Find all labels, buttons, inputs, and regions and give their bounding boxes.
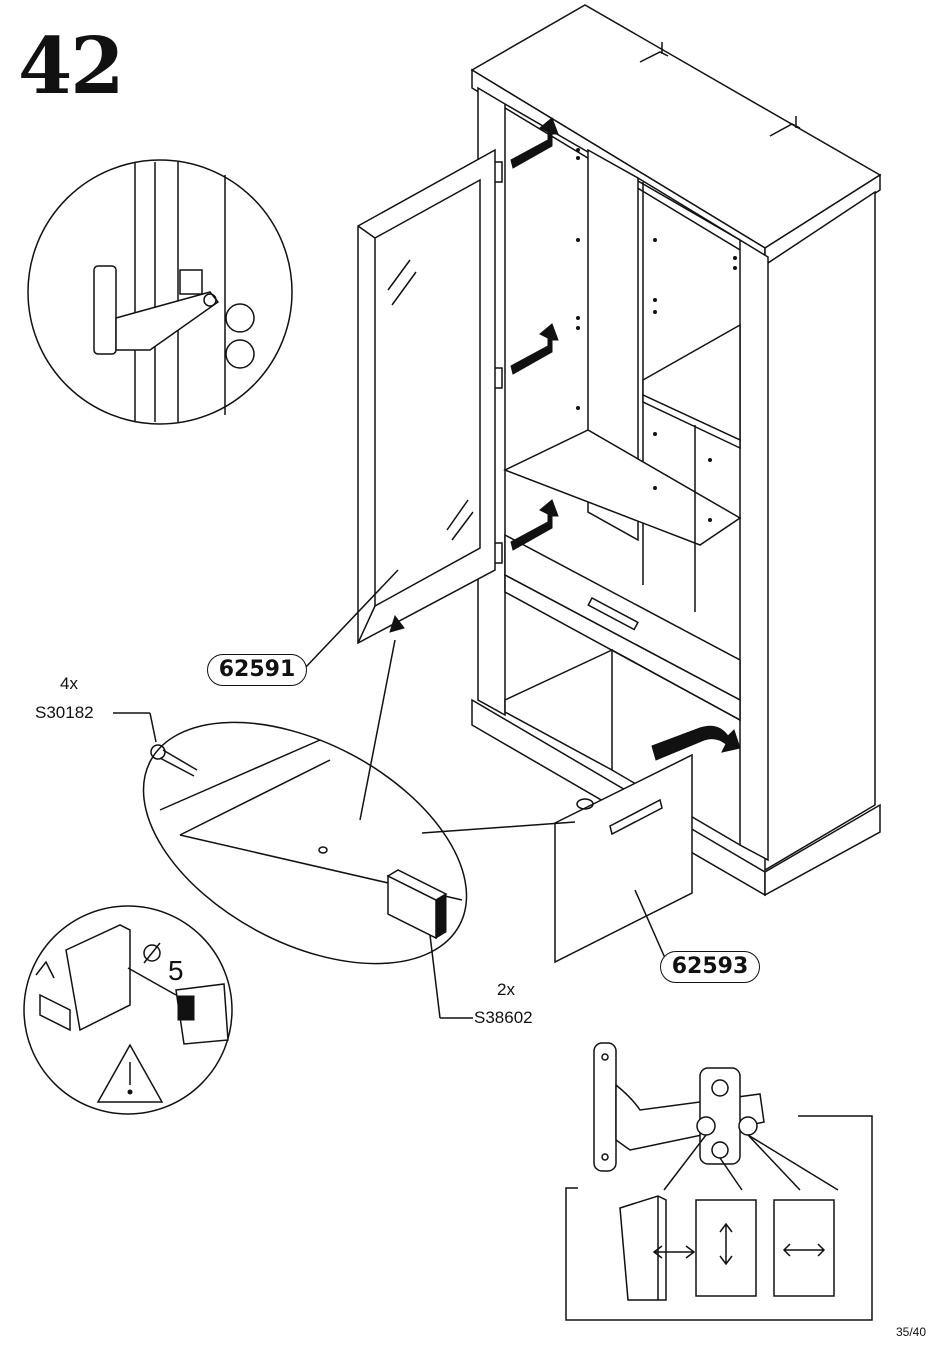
bumper-quantity: 2x (497, 980, 515, 1000)
hinge-detail-icon (28, 160, 292, 424)
cabinet-illustration (472, 5, 880, 895)
door-part-badge: 62591 (207, 654, 307, 686)
page-number: 35/40 (896, 1325, 926, 1339)
warning-icon (98, 1045, 162, 1102)
screw-quantity: 4x (60, 674, 78, 694)
bumper-code: S38602 (474, 1008, 533, 1028)
drawer-front-part-badge: 62593 (660, 951, 760, 983)
drill-icon: 5 (24, 906, 232, 1114)
bumper-detail-icon (104, 673, 507, 1018)
drawer-front-illustration (422, 755, 692, 962)
hinge-adjustment-icon (566, 1043, 872, 1320)
screw-code: S30182 (35, 703, 94, 723)
screw-icon (113, 713, 197, 776)
drill-diameter: 5 (168, 955, 184, 986)
